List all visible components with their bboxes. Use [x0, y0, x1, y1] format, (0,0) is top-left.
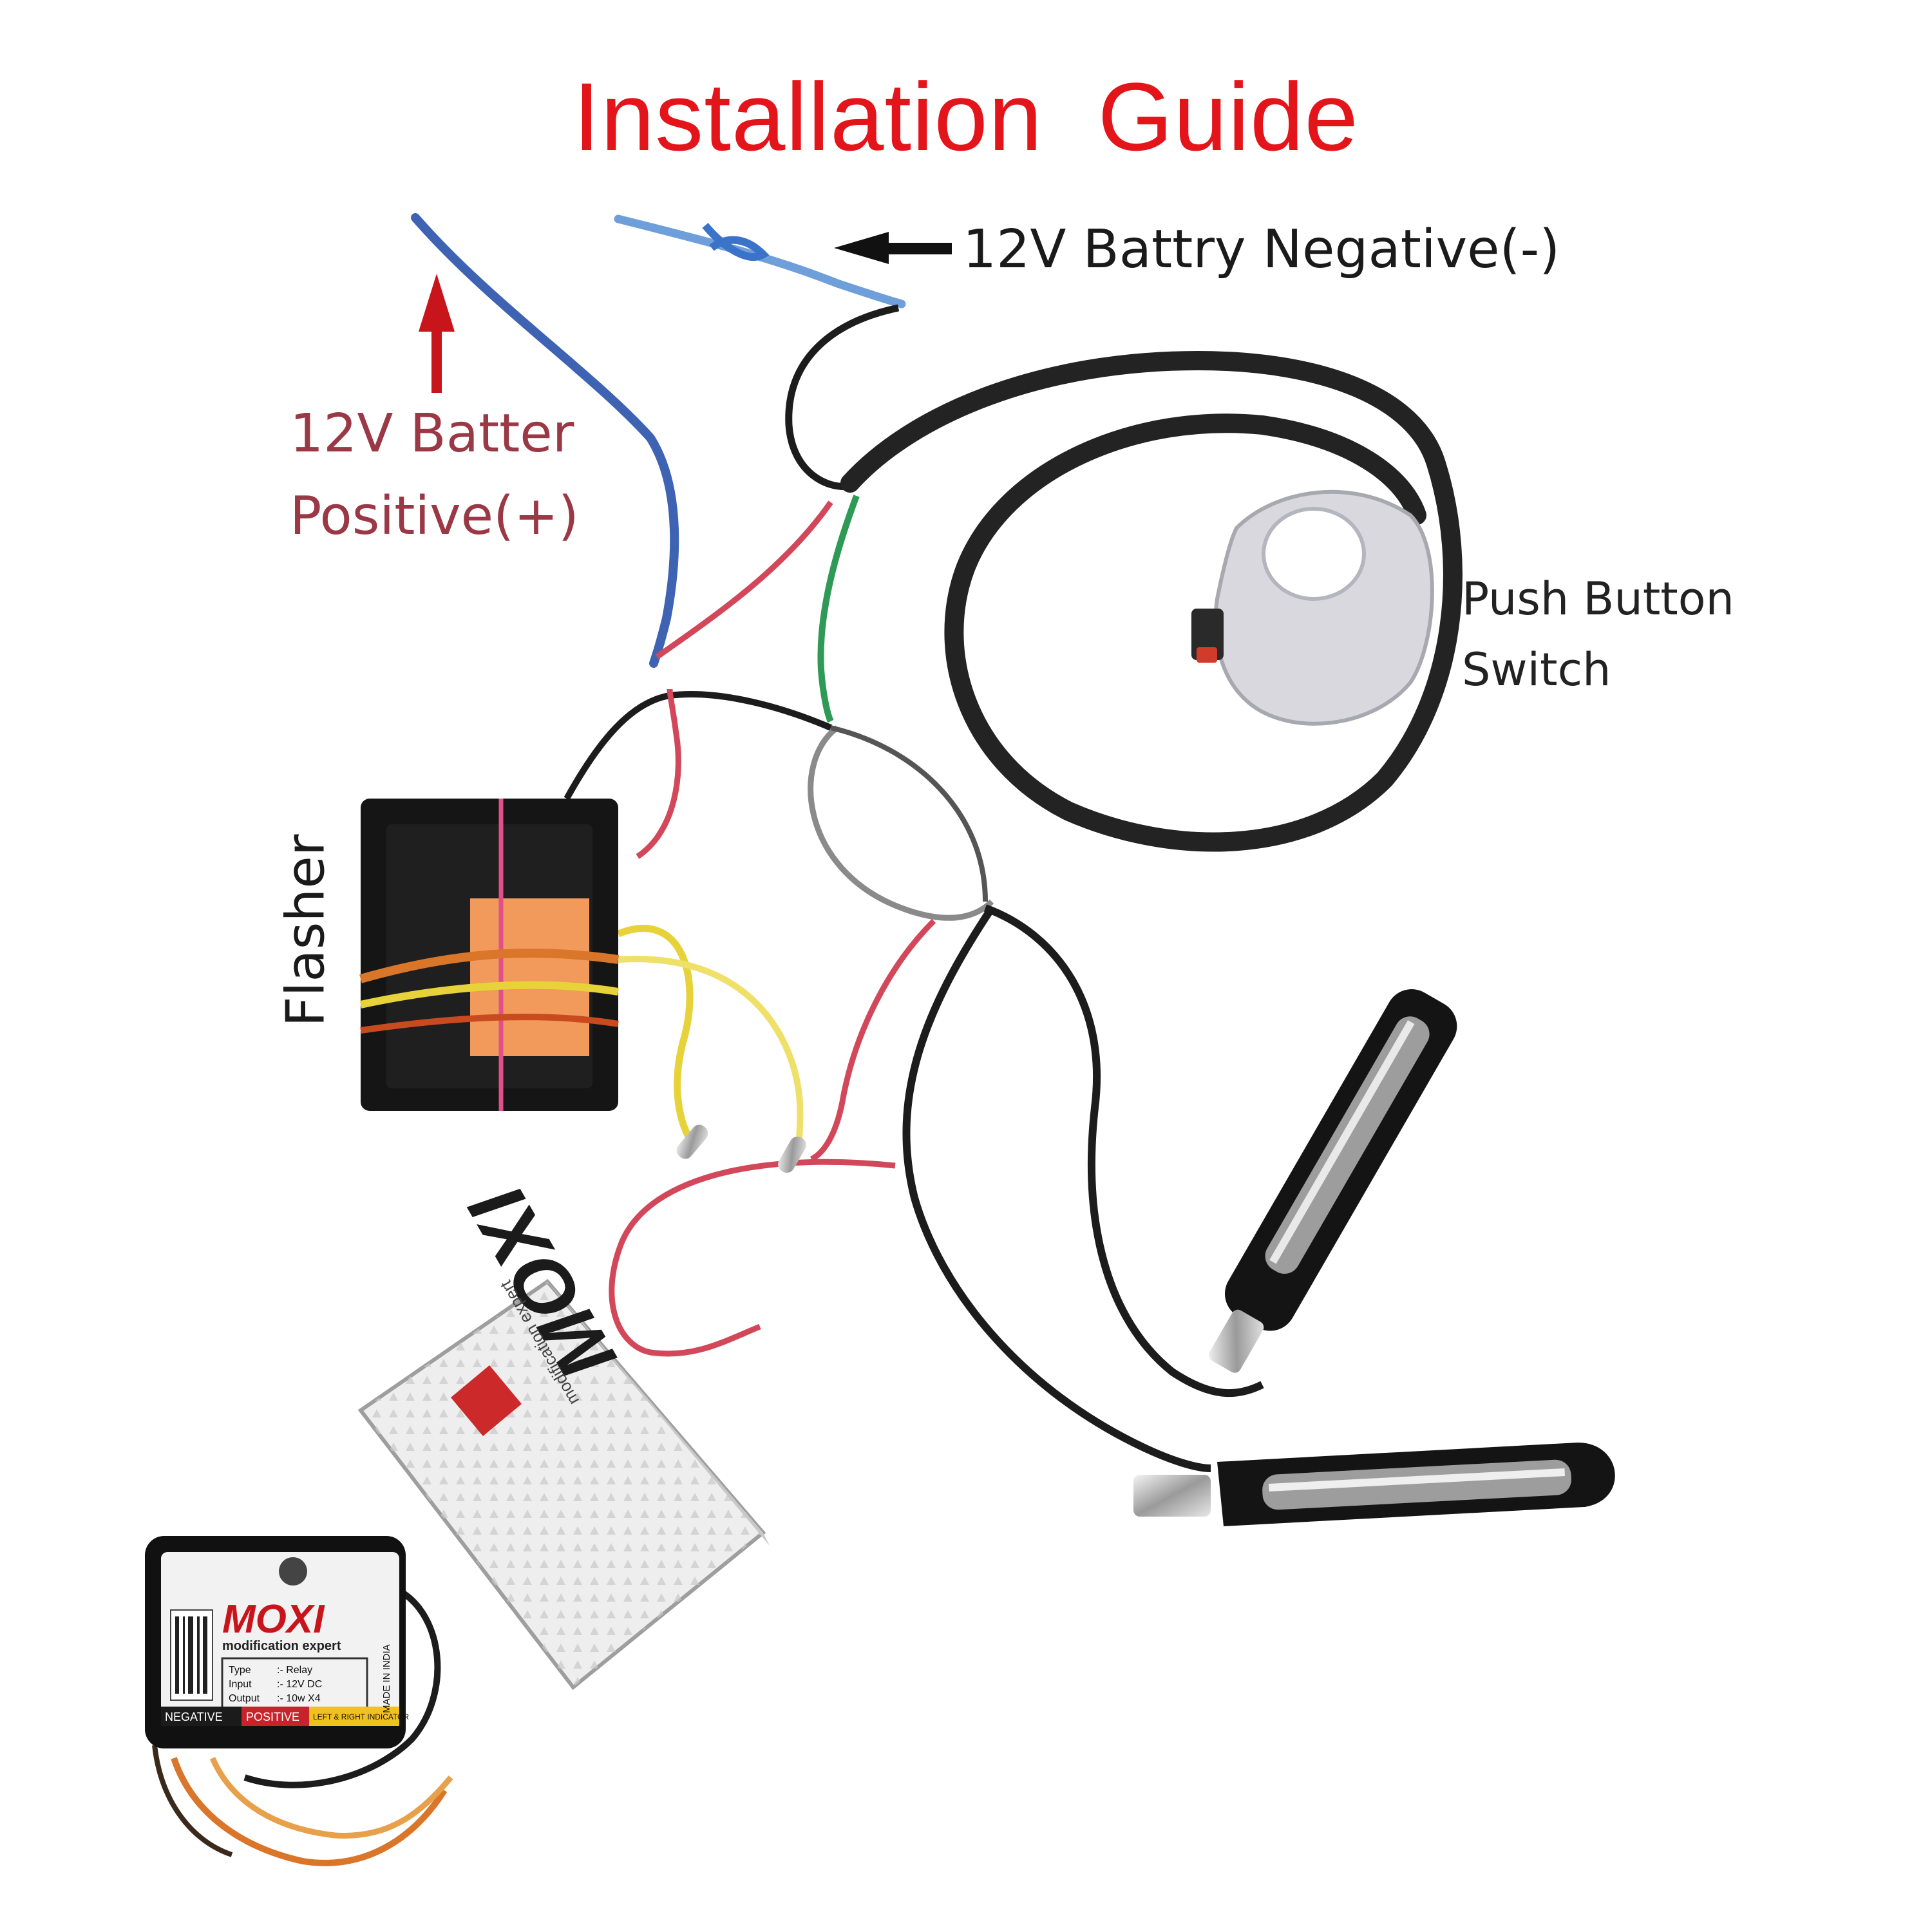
page-title: Installation Guide [573, 62, 1359, 171]
relay-spec-output-value: :- 10w X4 [277, 1693, 321, 1704]
wire-yellow-1 [616, 925, 699, 1149]
bullet-connector-2 [778, 1136, 806, 1173]
wire-yellow-2 [618, 956, 804, 1153]
wire-flasher-red [636, 688, 681, 859]
wire-green [817, 495, 860, 723]
wire-tie [702, 223, 770, 261]
flasher-label: Flasher [275, 834, 337, 1027]
relay-unit [145, 1536, 406, 1748]
relay-wire-black [243, 1587, 441, 1788]
arrow-up-icon [419, 274, 455, 393]
wire-black-indicator-2 [983, 904, 1264, 1397]
bullet-connector-1 [676, 1124, 708, 1159]
relay-spec-type-value: :- Relay [277, 1665, 312, 1676]
wire-red-upper [655, 500, 833, 659]
relay-spec-input-value: :- 12V DC [277, 1679, 322, 1690]
wire-red-middle [810, 918, 936, 1162]
relay-terminal-positive: POSITIVE [246, 1710, 299, 1723]
battery-negative-label: 12V Battry Negative(-) [963, 219, 1560, 280]
wire-gray-loop-2 [830, 725, 988, 902]
relay-tagline: modification expert [222, 1639, 341, 1653]
indicator-light-1 [1209, 989, 1457, 1373]
product-box [357, 1278, 770, 1690]
flasher-unit [359, 799, 619, 1111]
wire-gray-loop [808, 725, 994, 921]
relay-spec-output-key: Output [229, 1693, 260, 1704]
push-button-label: Push Button Switch [1462, 564, 1734, 705]
arrow-left-icon [834, 232, 952, 264]
battery-positive-label-line1: 12V Batter [290, 403, 574, 464]
wire-battery-negative [614, 214, 906, 308]
wire-flasher-black [564, 691, 832, 800]
wire-red-lower [609, 1159, 896, 1357]
push-button-switch [1191, 489, 1434, 726]
relay-spec-input-key: Input [229, 1679, 252, 1690]
relay-spec-type-key: Type [229, 1665, 251, 1676]
push-button-label-line1: Push Button [1462, 573, 1734, 625]
wire-ground-black [785, 304, 900, 491]
indicator-light-2 [1133, 1443, 1615, 1526]
battery-positive-label-line2: Positive(+) [290, 486, 579, 547]
relay-wire-orange-1 [171, 1757, 448, 1866]
wire-battery-positive [411, 213, 679, 668]
relay-wire-dark [152, 1745, 233, 1857]
relay-terminal-negative: NEGATIVE [165, 1710, 223, 1723]
relay-terminal-indicator: LEFT & RIGHT INDICATOR [313, 1712, 409, 1721]
push-button-label-line2: Switch [1462, 643, 1611, 696]
wire-black-indicator-1 [902, 905, 1211, 1472]
relay-wire-orange-2 [209, 1757, 453, 1839]
relay-origin-label: MADE IN INDIA [381, 1644, 392, 1713]
wire-push-button-cable [840, 350, 1463, 852]
relay-brand-logo: MOXI [222, 1597, 325, 1642]
battery-positive-label: 12V Batter Positive(+) [290, 393, 579, 558]
